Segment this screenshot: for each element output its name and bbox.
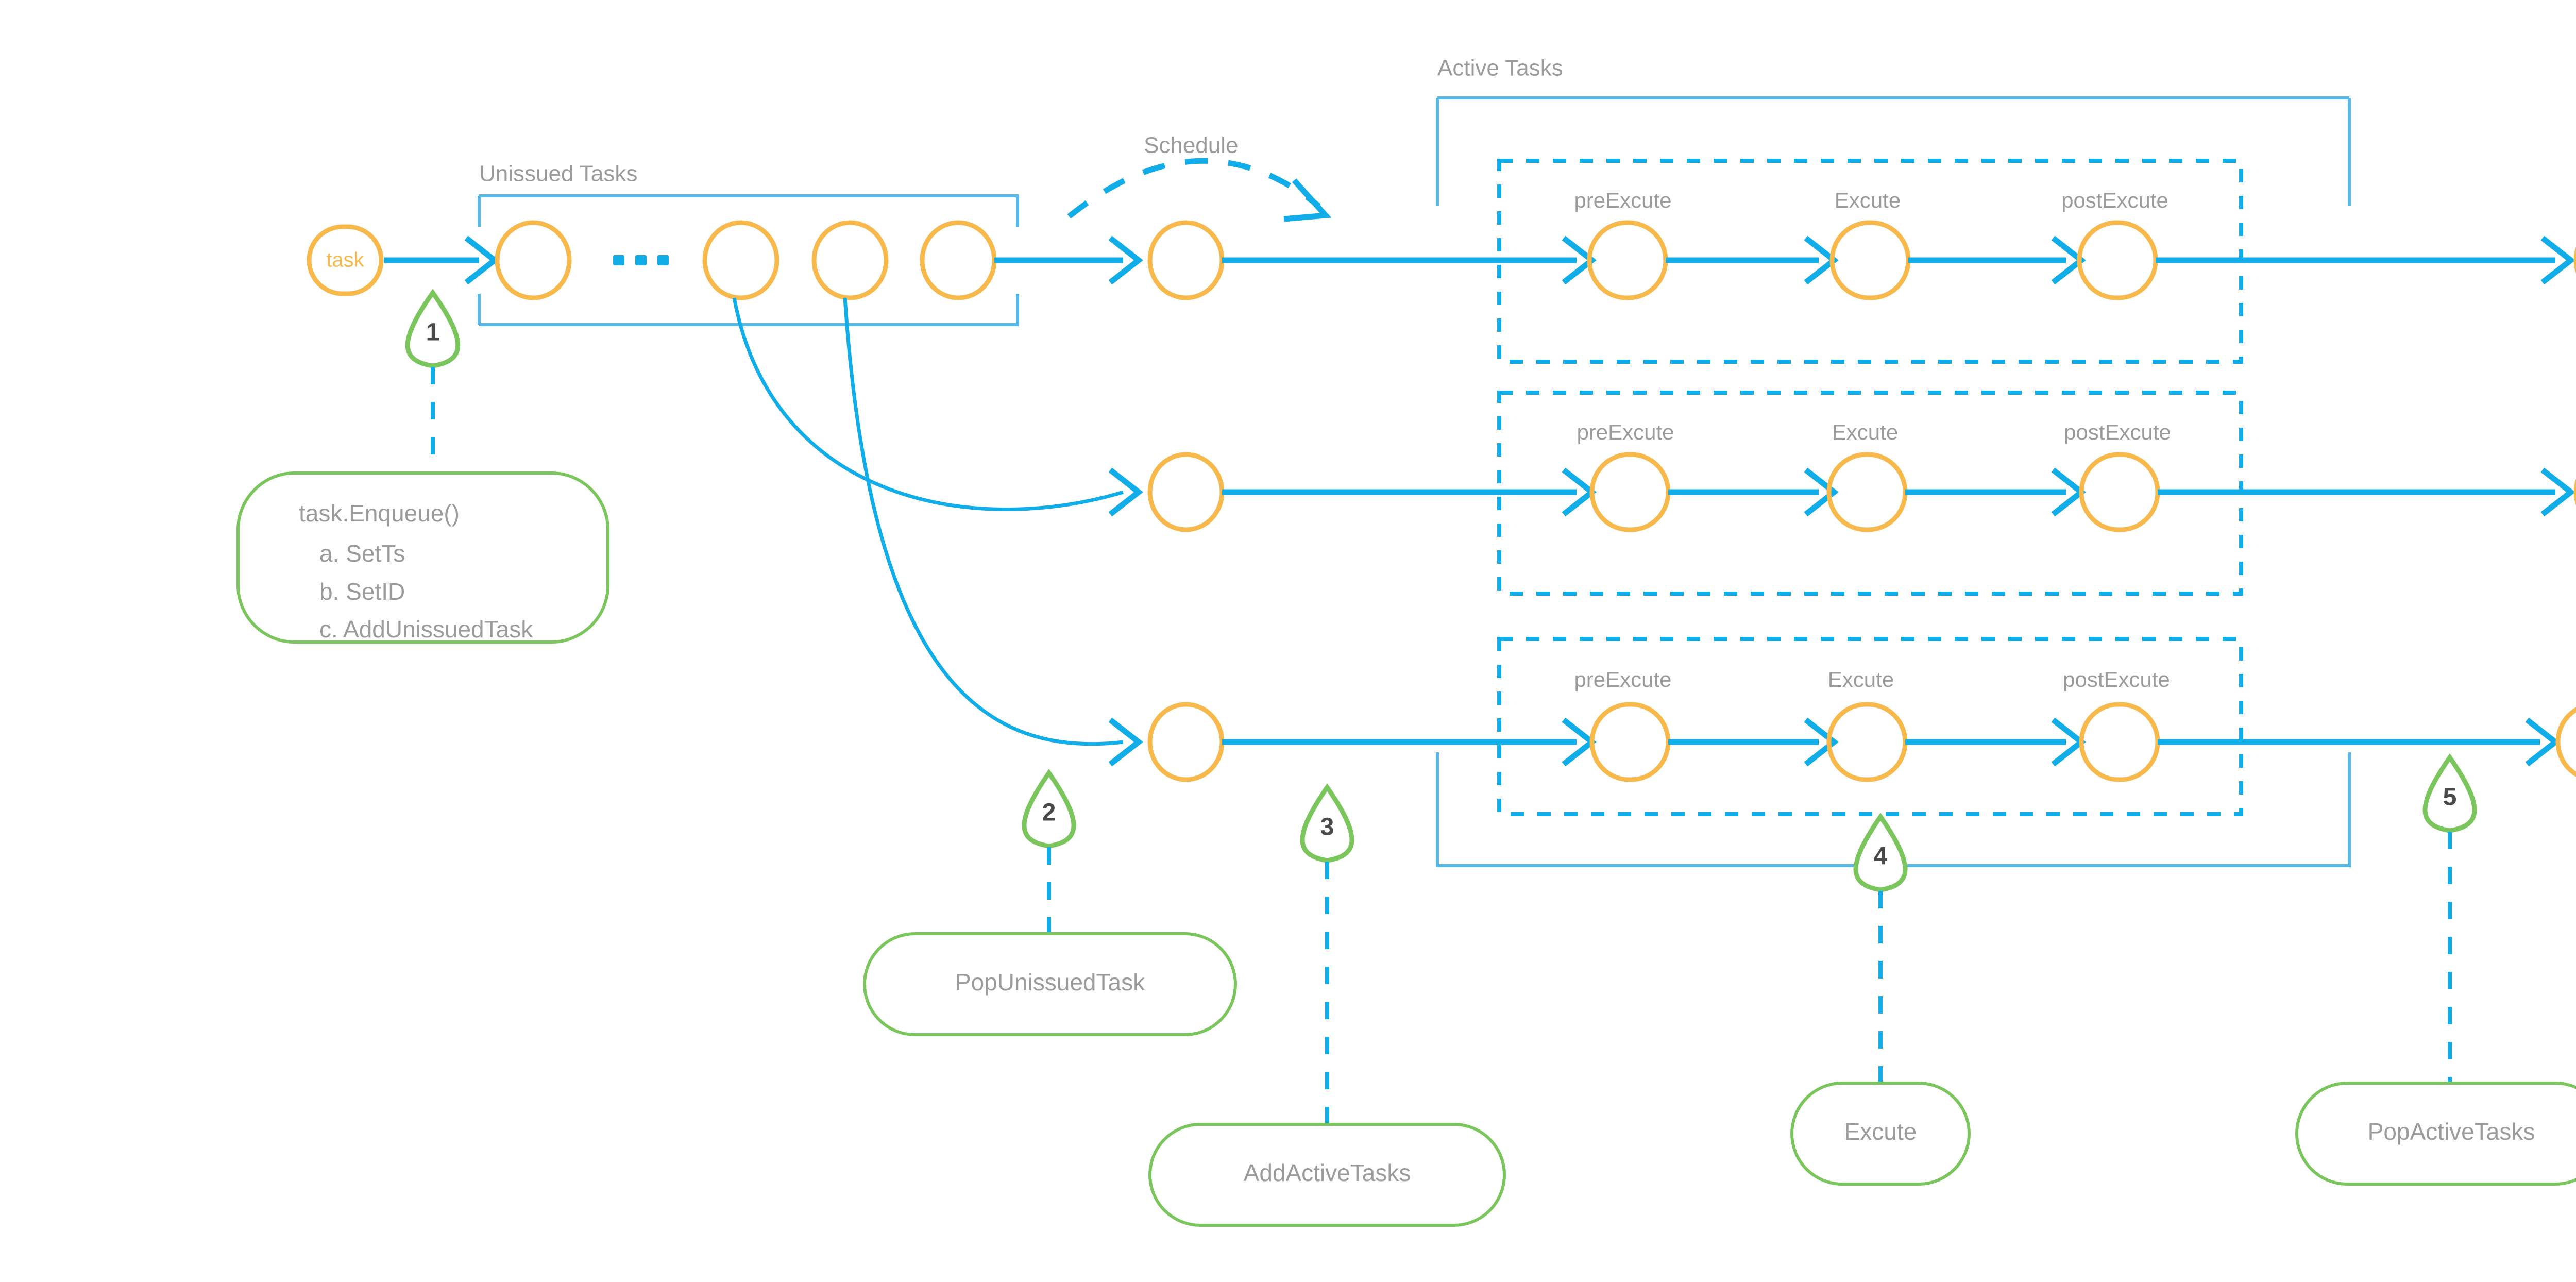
active-tasks-label: Active Tasks (1437, 56, 1563, 81)
flow-branch-to-row3 (843, 297, 1124, 746)
callout-4-box (1790, 1082, 1971, 1186)
dispatch-node-row2 (1147, 452, 1225, 532)
queue-ellipsis (613, 255, 669, 265)
arrowhead-row1-done (2540, 235, 2575, 285)
unissued-node-1 (495, 220, 572, 300)
row3-main-label: Excute (1828, 667, 1894, 691)
row1-post-label: postExcute (2061, 188, 2168, 212)
dispatch-node-row3 (1147, 702, 1225, 782)
callout-2-title: PopUnissuedTask (955, 969, 1145, 996)
callout-3-box (1148, 1123, 1506, 1227)
row3-pre-label: preExcute (1574, 667, 1671, 691)
unissued-tasks-label: Unissued Tasks (479, 161, 637, 187)
schedule-label: Schedule (1144, 133, 1238, 158)
arrowhead-branch-row2 (1108, 467, 1143, 517)
arrowhead-task-to-queue (464, 235, 499, 285)
row1-post-node (2077, 220, 2158, 300)
callout-5[interactable]: 5 PopActiveTasks (2295, 753, 2576, 1186)
row1-pre-label: preExcute (1574, 188, 1671, 212)
dispatch-node-row1 (1147, 220, 1225, 300)
callout-1-title: task.Enqueue() (299, 500, 460, 527)
arrowhead-row2-main (1804, 467, 1839, 517)
unissued-node-2 (702, 220, 779, 300)
row2-main-node (1826, 452, 1908, 532)
arrowhead-pre1 (1562, 235, 1597, 285)
schedule-arc (1067, 158, 1332, 222)
arrowhead-branch-row3 (1108, 717, 1143, 767)
arrowhead-queue-to-sched1 (1108, 235, 1143, 285)
callout-1-line-c: c. AddUnissuedTask (319, 616, 533, 643)
callout-1-line-b: b. SetID (319, 578, 405, 605)
callout-5-box (2295, 1082, 2576, 1186)
callout-4-title: Excute (1844, 1118, 1917, 1145)
callout-2-box (863, 932, 1237, 1036)
callout-2-number: 2 (1042, 799, 1056, 826)
source-task-label: task (326, 249, 364, 272)
row2-pre-label: preExcute (1577, 420, 1674, 444)
callout-1-box (236, 471, 609, 644)
row3-done-node (2555, 707, 2576, 777)
arrowhead-row2-done (2540, 467, 2575, 517)
callout-4[interactable]: 4 Excute (1790, 813, 1971, 1186)
execution-box-row3 (1497, 637, 2243, 816)
row3-main-node (1826, 702, 1908, 782)
row1-main-node (1829, 220, 1911, 300)
source-task-node: task (307, 224, 384, 296)
unissued-node-4 (920, 220, 997, 300)
row2-post-node (2079, 452, 2160, 532)
callout-3-number: 3 (1320, 814, 1334, 841)
row3-pre-node (1589, 702, 1671, 782)
callout-4-number: 4 (1874, 843, 1888, 870)
arrowhead-row3-main (1804, 717, 1839, 767)
flow-branch-to-row2 (732, 297, 1124, 511)
row3-post-label: postExcute (2063, 667, 2170, 691)
callout-3-title: AddActiveTasks (1244, 1159, 1411, 1186)
row2-main-label: Excute (1832, 420, 1898, 444)
unissued-node-3 (811, 220, 889, 300)
row2-pre-node (1589, 452, 1671, 532)
callout-1-number: 1 (426, 319, 440, 346)
callout-2[interactable]: 2 PopUnissuedTask (863, 769, 1237, 1036)
row1-main-label: Excute (1835, 188, 1901, 212)
callout-1-line-a: a. SetTs (319, 540, 405, 567)
callout-5-title: PopActiveTasks (2368, 1118, 2535, 1145)
callout-3[interactable]: 3 AddActiveTasks (1148, 783, 1506, 1227)
arrowhead-row3-done (2525, 717, 2560, 767)
row2-post-label: postExcute (2064, 420, 2171, 444)
callout-1[interactable]: 1 task.Enqueue() a. SetTs b. SetID c. Ad… (236, 289, 609, 644)
unissued-tasks-bracket (478, 194, 1019, 326)
row1-pre-node (1587, 220, 1668, 300)
row3-post-node (2079, 702, 2160, 782)
callout-5-number: 5 (2443, 784, 2457, 811)
